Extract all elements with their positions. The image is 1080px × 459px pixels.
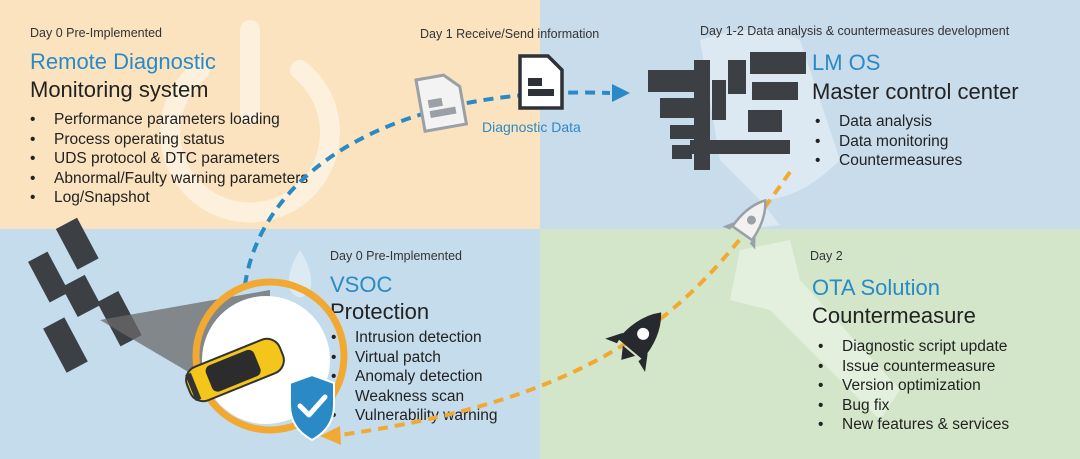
ota-subtitle: Countermeasure <box>812 303 976 328</box>
vsoc-title: VSOC <box>330 272 393 297</box>
list-item: Countermeasures <box>815 151 962 171</box>
list-item: Bug fix <box>818 396 1009 416</box>
lm-os-panel <box>540 0 1080 229</box>
list-item: Diagnostic script update <box>818 337 1009 357</box>
space-station-icon <box>648 52 806 170</box>
ota-day-label: Day 2 <box>810 249 843 263</box>
vsoc-subtitle: Protection <box>330 299 430 324</box>
list-item: Performance parameters loading <box>30 110 308 130</box>
list-item: Process operating status <box>30 130 308 150</box>
list-item: Log/Snapshot <box>30 188 308 208</box>
lmos-list: Data analysis Data monitoring Countermea… <box>815 112 962 171</box>
lmos-subtitle: Master control center <box>812 79 1019 104</box>
list-item: Issue countermeasure <box>818 357 1009 377</box>
document-icon <box>414 73 469 133</box>
remote-day-label: Day 0 Pre-Implemented <box>30 26 163 40</box>
ota-list: Diagnostic script update Issue counterme… <box>818 337 1009 435</box>
vsoc-day-label: Day 0 Pre-Implemented <box>330 249 463 263</box>
orange-arrowhead <box>320 426 341 445</box>
list-item: Anomaly detection <box>331 367 497 387</box>
lmos-title: LM OS <box>812 50 881 75</box>
shield-check-icon <box>289 373 335 442</box>
vsoc-list: Intrusion detection Virtual patch Anomal… <box>331 328 497 426</box>
satellite-icon <box>28 217 142 373</box>
lmos-day-label: Day 1-2 Data analysis & countermeasures … <box>700 24 1010 38</box>
remote-list: Performance parameters loading Process o… <box>30 110 308 208</box>
blue-arrowhead <box>612 84 630 102</box>
diagnostic-data-label: Diagnostic Data <box>482 119 581 135</box>
transfer-day-label: Day 1 Receive/Send information <box>420 27 600 41</box>
list-item: Data analysis <box>815 112 962 132</box>
rocket-icon <box>605 312 662 373</box>
remote-title: Remote Diagnostic <box>30 49 216 74</box>
list-item: New features & services <box>818 415 1009 435</box>
document-icon <box>518 54 564 110</box>
remote-subtitle: Monitoring system <box>30 77 209 102</box>
rocket-icon <box>722 198 767 250</box>
list-item: Abnormal/Faulty warning parameters <box>30 169 308 189</box>
list-item: Version optimization <box>818 376 1009 396</box>
list-item: UDS protocol & DTC parameters <box>30 149 308 169</box>
ota-title: OTA Solution <box>812 275 940 300</box>
orange-flow-arrow <box>339 170 792 437</box>
list-item: Data monitoring <box>815 132 962 152</box>
list-item: Weakness scan <box>331 387 497 407</box>
list-item: Virtual patch <box>331 348 497 368</box>
list-item: Intrusion detection <box>331 328 497 348</box>
